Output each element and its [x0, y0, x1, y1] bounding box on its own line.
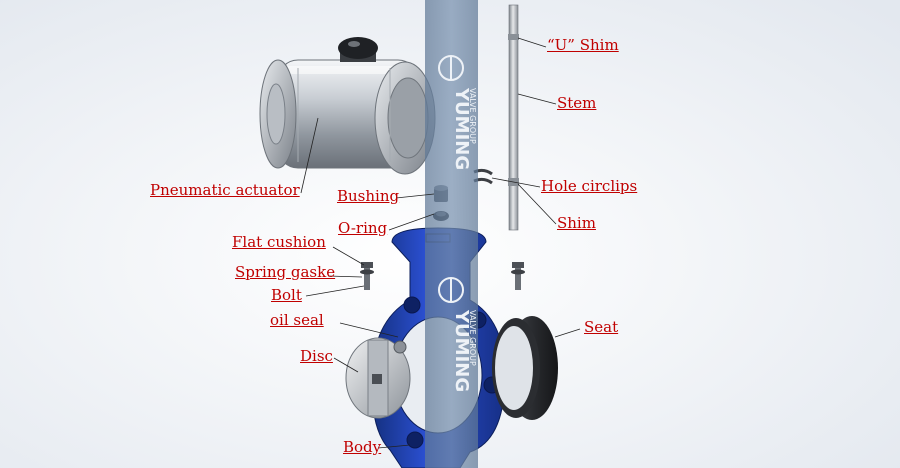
brand-name-bottom: YUMING: [451, 309, 472, 392]
brand-watermark-band: [425, 0, 478, 468]
label-hole-circlips: Hole circlips: [541, 177, 638, 195]
label-shim: Shim: [557, 214, 596, 232]
stem-illustration: [508, 4, 519, 231]
brand-name-top: YUMING: [451, 87, 472, 170]
label-u-shim: “U” Shim: [547, 36, 619, 54]
right-bolt-illustration: [511, 262, 525, 290]
label-o-ring: O-ring: [338, 219, 388, 237]
brand-subname-top: VALVE GROUP: [468, 88, 477, 144]
label-pneumatic-actuator: Pneumatic actuator: [150, 181, 300, 199]
label-flat-cushion: Flat cushion: [232, 233, 326, 251]
label-stem: Stem: [557, 94, 597, 112]
label-bolt: Bolt: [271, 286, 302, 304]
label-oil-seal: oil seal: [270, 311, 324, 329]
label-body: Body: [343, 438, 382, 456]
label-spring-gasket: Spring gaske: [235, 263, 336, 281]
left-bolt-illustration: [360, 262, 374, 290]
label-seat: Seat: [584, 318, 619, 336]
brand-subname-bottom: VALVE GROUP: [468, 310, 477, 366]
disc-illustration: [345, 337, 411, 419]
label-disc: Disc: [300, 347, 333, 365]
leader-lines: [300, 37, 581, 449]
seat-illustration: [492, 316, 558, 420]
label-bushing: Bushing: [337, 187, 400, 205]
